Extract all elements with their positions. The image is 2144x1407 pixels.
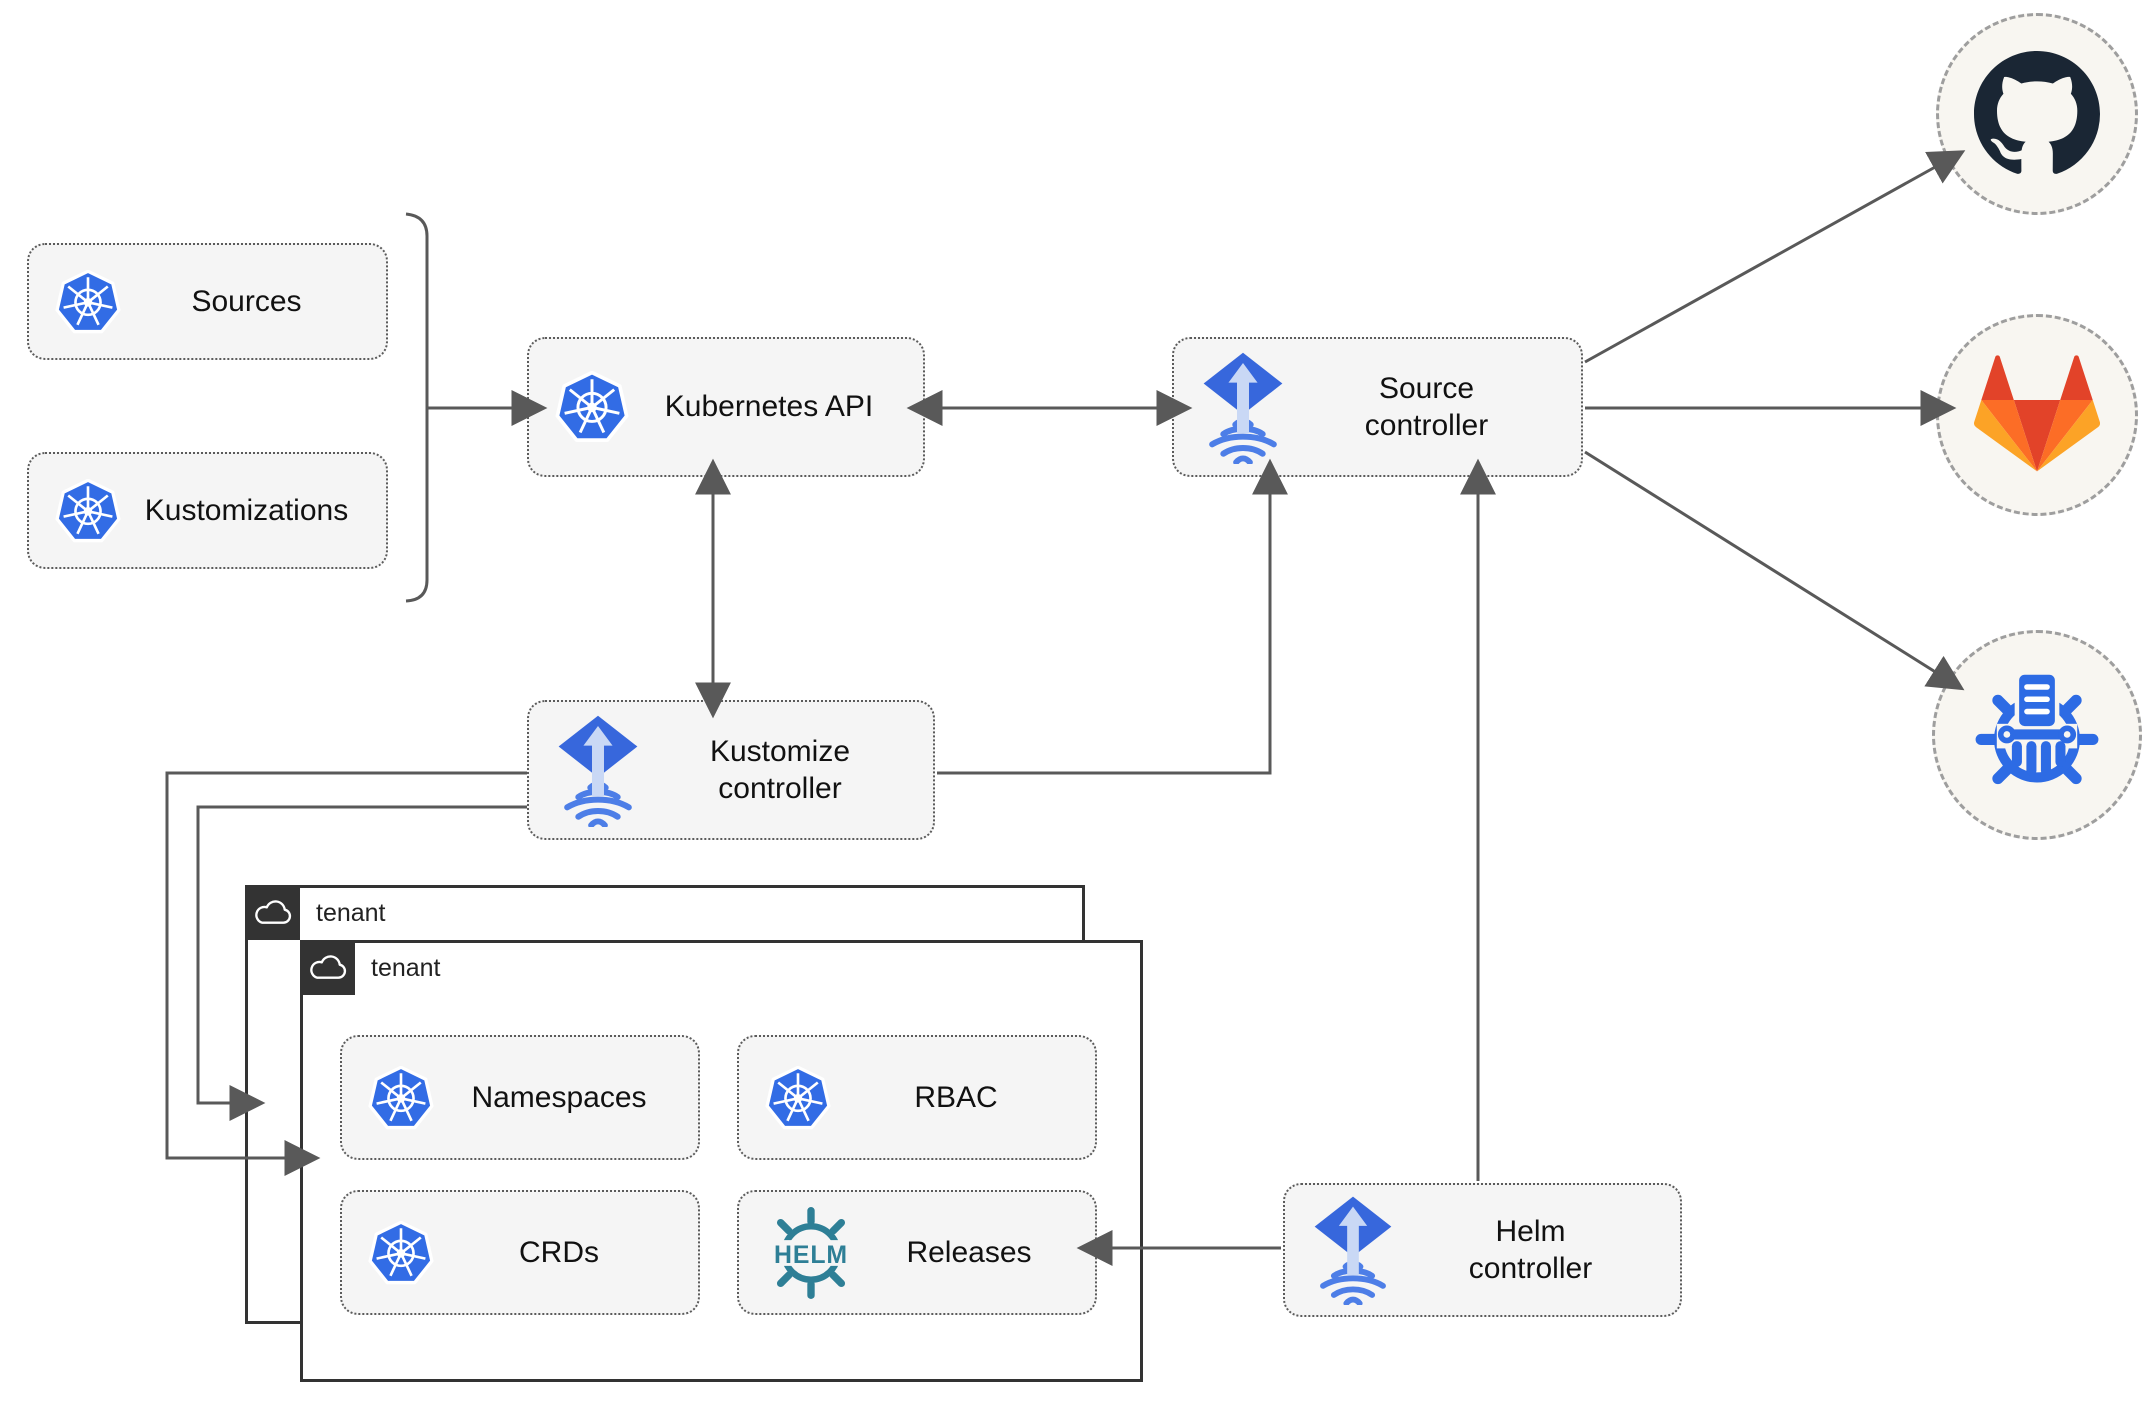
kubernetes-icon (55, 269, 121, 334)
node-namespaces-label: Namespaces (471, 1080, 647, 1114)
connector-brace-group (405, 212, 429, 603)
kubernetes-icon (765, 1065, 831, 1130)
node-crds: CRDs (340, 1190, 700, 1315)
connector-source-controller-to-manifests (1584, 450, 1965, 691)
cloud-icon (254, 899, 291, 924)
tenant-group-front: tenant (300, 940, 1143, 1382)
tenant-back-label: tenant (316, 899, 386, 927)
kubernetes-icon (55, 478, 121, 543)
flux-icon (1311, 1195, 1395, 1305)
remote-gitlab (1936, 314, 2138, 516)
node-helm-controller: Helm controller (1283, 1183, 1682, 1317)
node-kubernetes-api-label: Kubernetes API (664, 390, 874, 424)
tenant-front-badge (300, 940, 355, 995)
kubernetes-manifest-shredder-icon (1970, 668, 2104, 802)
kubernetes-icon (368, 1065, 434, 1130)
kubernetes-icon (555, 371, 629, 443)
node-namespaces: Namespaces (340, 1035, 700, 1160)
flux-icon (555, 714, 641, 827)
tenant-back-badge (245, 885, 300, 940)
node-kustomizations: Kustomizations (27, 452, 388, 569)
node-helm-controller-label: Helm controller (1468, 1214, 1593, 1286)
gitlab-tanuki-icon (1974, 355, 2100, 472)
node-releases: Releases (737, 1190, 1097, 1315)
remote-github (1936, 13, 2138, 215)
node-source-controller: Source controller (1172, 337, 1583, 477)
node-source-controller-label: Source controller (1364, 371, 1489, 443)
node-kustomize-controller: Kustomize controller (527, 700, 935, 840)
node-sources: Sources (27, 243, 388, 360)
tenant-front-label: tenant (371, 954, 441, 982)
cloud-icon (309, 954, 346, 979)
remote-kubernetes-manifests (1932, 630, 2142, 840)
node-kustomize-controller-label: Kustomize controller (709, 734, 851, 806)
connector-kustomize-controller-to-source-controller (937, 458, 1288, 775)
node-sources-label: Sources (191, 284, 302, 318)
node-releases-label: Releases (906, 1235, 1032, 1269)
node-rbac: RBAC (737, 1035, 1097, 1160)
node-kubernetes-api: Kubernetes API (527, 337, 925, 477)
github-octocat-icon (1974, 51, 2100, 174)
connector-source-controller-to-github (1584, 150, 1966, 364)
node-crds-label: CRDs (519, 1235, 599, 1269)
helm-icon (765, 1207, 857, 1299)
node-rbac-label: RBAC (914, 1080, 998, 1114)
flux-icon (1200, 351, 1286, 464)
kubernetes-icon (368, 1220, 434, 1285)
node-kustomizations-label: Kustomizations (144, 493, 349, 527)
